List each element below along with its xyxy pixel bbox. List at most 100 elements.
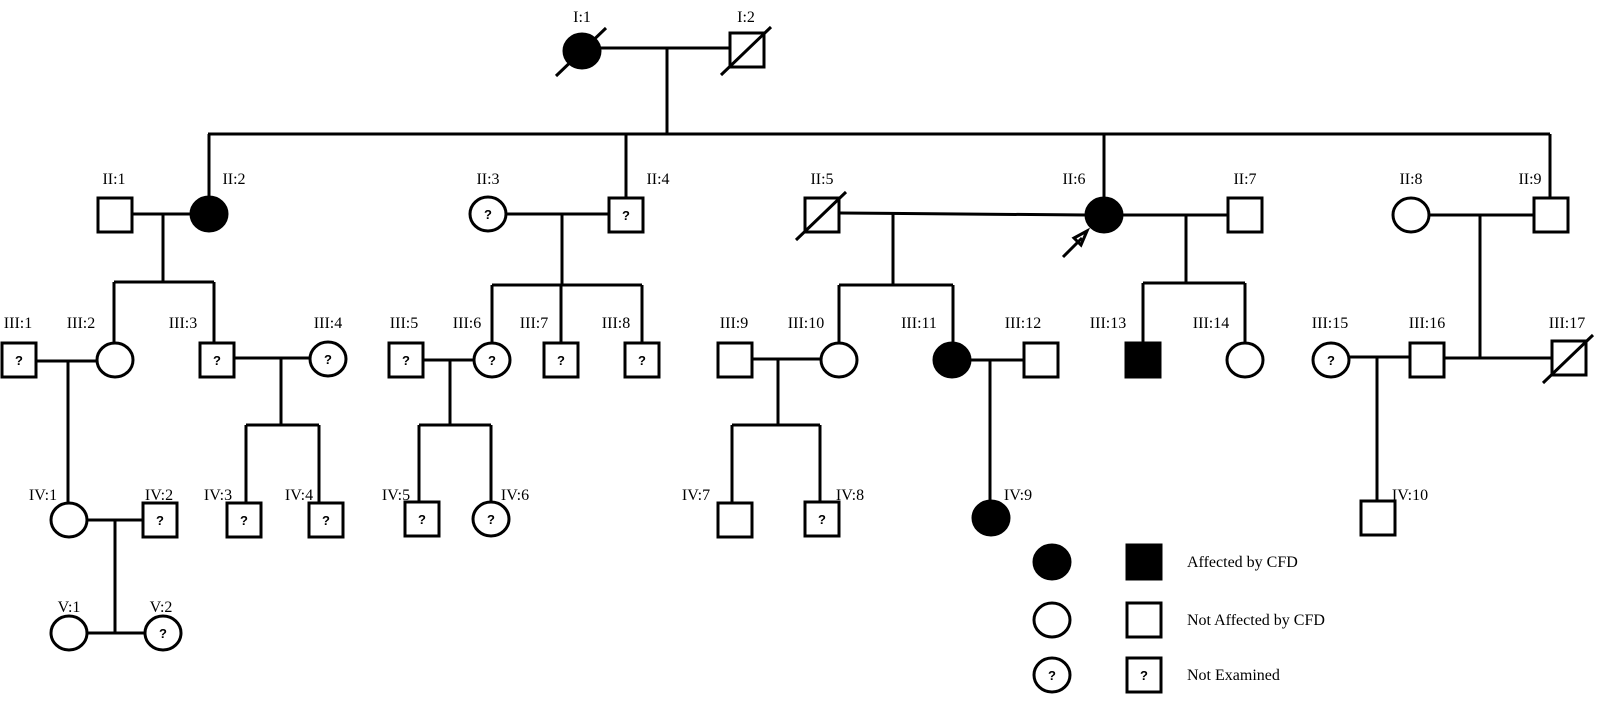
question-mark: ?: [487, 512, 495, 527]
individual-label: IV:10: [1392, 487, 1428, 504]
circle-symbol: [971, 499, 1011, 537]
individual-v-2: ?: [143, 614, 183, 652]
circle-symbol: [1032, 543, 1072, 581]
legend-item-not-examined: ?? Not Examined: [1032, 656, 1280, 694]
individual-iii-5: ?: [387, 341, 425, 379]
circle-symbol: [1225, 341, 1265, 379]
circle-symbol: [143, 614, 183, 652]
square-symbol: [387, 341, 425, 379]
individual-ii-4: ?: [607, 196, 645, 234]
question-mark: ?: [1327, 353, 1335, 368]
individual-label: III:15: [1312, 315, 1348, 332]
circle-symbol: [95, 341, 135, 379]
individual-iii-15: ?: [1311, 341, 1351, 379]
individual-iv-3: ?: [225, 501, 263, 539]
square-symbol: [1408, 341, 1446, 379]
individual-label: V:1: [58, 599, 81, 616]
individual-iv-2: ?: [141, 501, 179, 539]
individual-label: III:8: [602, 315, 630, 332]
square-symbol: [1124, 341, 1162, 379]
individual-label: III:14: [1193, 315, 1229, 332]
individual-i-1: [554, 26, 608, 78]
individual-iii-9: [716, 341, 754, 379]
legend-label: Affected by CFD: [1187, 554, 1298, 571]
deceased-slash: [1541, 333, 1595, 385]
individual-iii-11: [932, 341, 972, 379]
legend-female-symbol: ?: [1032, 656, 1072, 694]
circle-symbol: [1084, 196, 1124, 234]
question-mark: ?: [638, 353, 646, 368]
square-symbol: [1125, 601, 1163, 639]
circle-symbol: [932, 341, 972, 379]
circle-symbol: [308, 340, 348, 378]
question-mark: ?: [324, 352, 332, 367]
legend-male-symbol: ?: [1125, 656, 1163, 694]
individual-iii-1: ?: [0, 341, 38, 379]
individual-ii-1: [96, 196, 134, 234]
legend-item-unaffected: Not Affected by CFD: [1032, 601, 1325, 639]
question-mark: ?: [1048, 668, 1056, 683]
square-symbol: [623, 341, 661, 379]
question-mark: ?: [213, 353, 221, 368]
individual-label: IV:3: [204, 487, 232, 504]
individual-label: II:4: [646, 171, 669, 188]
individual-iii-7: ?: [542, 341, 580, 379]
question-mark: ?: [159, 626, 167, 641]
individual-label: III:2: [67, 315, 95, 332]
square-symbol: [141, 501, 179, 539]
individual-iii-10: [819, 341, 859, 379]
individual-label: V:2: [150, 599, 173, 616]
question-mark: ?: [484, 207, 492, 222]
square-symbol: [403, 500, 441, 538]
individual-label: III:11: [901, 315, 937, 332]
circle-symbol: [1311, 341, 1351, 379]
individual-label: II:1: [102, 171, 125, 188]
square-symbol: [607, 196, 645, 234]
individual-label: II:3: [476, 171, 499, 188]
individual-label: II:2: [222, 171, 245, 188]
individual-label: II:8: [1399, 171, 1422, 188]
question-mark: ?: [488, 353, 496, 368]
legend-female-symbol: [1032, 601, 1072, 639]
individual-iii-4: ?: [308, 340, 348, 378]
square-symbol: [542, 341, 580, 379]
individual-iii-16: [1408, 341, 1446, 379]
individual-label: III:17: [1549, 315, 1585, 332]
individual-label: III:5: [390, 315, 418, 332]
individual-ii-6: [1084, 196, 1124, 234]
individual-label: III:3: [169, 315, 197, 332]
circle-symbol: [471, 500, 511, 538]
individual-label: III:9: [720, 315, 748, 332]
individual-label: III:4: [314, 315, 342, 332]
individual-label: II:9: [1518, 171, 1541, 188]
square-symbol: [1125, 543, 1163, 581]
question-mark: ?: [1140, 668, 1148, 683]
individual-label: II:7: [1233, 171, 1256, 188]
circle-symbol: [819, 341, 859, 379]
individual-iii-13: [1124, 341, 1162, 379]
question-mark: ?: [418, 512, 426, 527]
individual-i-2: [719, 25, 773, 77]
circle-symbol: [49, 501, 89, 539]
deceased-slash: [719, 25, 773, 77]
individual-ii-5: [794, 190, 848, 242]
square-symbol: [1359, 499, 1397, 537]
question-mark: ?: [622, 208, 630, 223]
individual-label: III:12: [1005, 315, 1041, 332]
legend-item-affected: Affected by CFD: [1032, 543, 1298, 581]
individual-ii-2: [189, 195, 229, 233]
individual-label: II:6: [1062, 171, 1085, 188]
individual-iv-9: [971, 499, 1011, 537]
legend-male-symbol: [1125, 543, 1163, 581]
square-symbol: [1125, 656, 1163, 694]
question-mark: ?: [402, 353, 410, 368]
square-symbol: [307, 501, 345, 539]
individual-label: IV:9: [1004, 487, 1032, 504]
question-mark: ?: [557, 353, 565, 368]
individual-label: II:5: [810, 171, 833, 188]
proband-arrow-icon: [1061, 227, 1091, 259]
legend-label: Not Examined: [1187, 667, 1280, 684]
question-mark: ?: [818, 512, 826, 527]
